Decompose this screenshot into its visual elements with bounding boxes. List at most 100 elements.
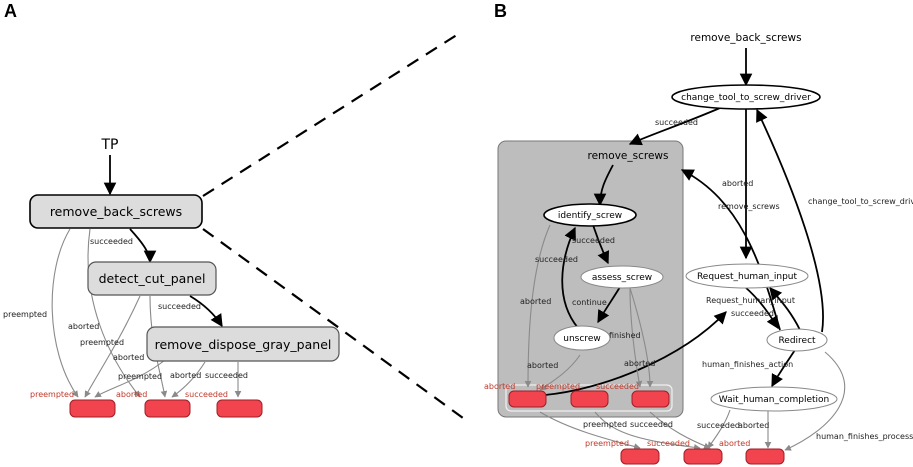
node-wait-human-completion [710, 386, 838, 412]
b-label-succeeded-bottom: succeeded [630, 420, 673, 429]
a-label-preempted-1: preempted [3, 310, 47, 319]
edge-a-succeeded-2 [189, 295, 223, 328]
a-label-preempted-2: preempted [80, 338, 124, 347]
b-label-change-tool: change_tool_to_screw_driver [808, 197, 913, 206]
inner-outcome-tray [505, 384, 673, 412]
a-label-aborted-2: aborted [113, 353, 144, 362]
a-outcome-succeeded [216, 399, 263, 418]
a-label-succeeded-1: succeeded [90, 237, 133, 246]
node-redirect-label: Redirect [778, 336, 816, 346]
b-label-succeeded-wait: succeeded [697, 421, 740, 430]
edge-b-continue [561, 226, 579, 329]
panel-a: TP remove_back_screws detect_cut_panel r… [3, 137, 340, 418]
edge-b-human-finishes-process [784, 351, 846, 451]
b-inner-label-preempted: preempted [536, 382, 580, 391]
zoom-line-top [202, 30, 464, 197]
b-label-aborted-left: aborted [520, 297, 551, 306]
a-outcome-label-succeeded: succeeded [185, 390, 228, 399]
node-detect-cut-panel [87, 261, 217, 296]
b-inner-label-aborted: aborted [484, 382, 515, 391]
node-unscrew-label: unscrew [563, 334, 600, 344]
node-identify-screw-label: identify_screw [558, 211, 622, 221]
a-outcome-preempted [69, 399, 116, 418]
b-label-request-human-input: Request_human_input [706, 296, 795, 305]
b-label-remove-screws: remove_screws [718, 202, 780, 211]
node-unscrew [553, 325, 611, 351]
b-label-aborted-mid: aborted [722, 179, 753, 188]
b-label-aborted-unscrew: aborted [527, 361, 558, 370]
node-change-tool-label: change_tool_to_screw_driver [681, 93, 811, 103]
node-remove-back-screws-label: remove_back_screws [50, 204, 182, 219]
edge-b-succeeded-req [744, 286, 779, 330]
node-assess-screw [580, 265, 664, 289]
edge-a-aborted-3 [171, 361, 206, 398]
b-label-finished: finished [609, 331, 641, 340]
b-label-human-finishes-action: human_finishes_action [702, 360, 793, 369]
node-remove-dispose-gray-panel-label: remove_dispose_gray_panel [155, 337, 332, 352]
b-inner-outcome-succeeded [631, 390, 670, 408]
edge-b-human-finishes-action [771, 349, 796, 388]
node-remove-dispose-gray-panel [146, 326, 340, 362]
panel-label-b: B [494, 1, 507, 21]
edge-b-finished [629, 288, 643, 388]
edge-b-redirect-request [769, 287, 801, 331]
b-outer-label-aborted: aborted [719, 439, 750, 448]
edge-a-succeeded-1 [129, 228, 157, 264]
b-label-succeeded-left: succeeded [535, 255, 578, 264]
a-label-succeeded-3: succeeded [205, 371, 248, 380]
a-outcome-label-preempted: preempted [30, 390, 74, 399]
b-outer-outcome-succeeded [683, 448, 723, 465]
edge-b-aborted-left [524, 224, 551, 388]
b-inner-outcome-aborted [508, 390, 547, 408]
edge-b-succeeded-id [592, 224, 610, 265]
node-request-human-input-label: Request_human_input [697, 272, 798, 282]
b-outer-label-succeeded: succeeded [647, 439, 690, 448]
node-request-human-input [685, 263, 809, 289]
a-label-aborted-1: aborted [68, 322, 99, 331]
b-label-aborted-assess: aborted [624, 359, 655, 368]
zoom-line-bottom [202, 228, 464, 419]
edge-a-preempted-2 [84, 295, 141, 398]
node-remove-back-screws [29, 194, 203, 229]
edge-a-preempted-1 [51, 228, 79, 398]
edge-b-aborted-assess [629, 287, 654, 388]
edge-b-change-tool [756, 108, 824, 333]
b-outer-label-preempted: preempted [585, 439, 629, 448]
a-label-preempted-3: preempted [118, 372, 162, 381]
b-outer-outcome-aborted [745, 448, 785, 465]
edge-b-aborted-mid [680, 169, 781, 331]
edge-b-aborted-to-request [544, 311, 727, 396]
a-outcome-label-aborted: aborted [116, 390, 147, 399]
edge-b-aborted-unscrew [539, 354, 581, 391]
node-change-tool [671, 84, 821, 110]
panel-b: remove_screws remove_back_screws change_… [484, 32, 913, 465]
a-label-aborted-3: aborted [170, 371, 201, 380]
b-label-succeeded-req: succeeded [731, 309, 774, 318]
b-label-succeeded-top: succeeded [655, 118, 698, 127]
b-label-preempted-bottom: preempted [583, 420, 627, 429]
edge-b-assess-unscrew [597, 286, 621, 324]
edge-b-inner-to-outer [649, 411, 711, 449]
node-redirect [766, 328, 828, 352]
a-outcome-aborted [144, 399, 191, 418]
b-outer-outcome-preempted [620, 448, 660, 465]
b-inner-outcome-preempted [570, 390, 609, 408]
edge-a-preempted-3 [94, 359, 166, 398]
edge-b-succeeded-bottom [594, 411, 701, 451]
node-identify-screw [543, 203, 637, 227]
a-label-succeeded-2: succeeded [158, 302, 201, 311]
panel-label-a: A [4, 1, 17, 21]
edge-b-preempted-bottom [539, 411, 641, 450]
edge-a-aborted-1 [87, 228, 141, 398]
edge-b-succeeded-wait [707, 409, 731, 449]
edge-b-succeeded-top [628, 107, 721, 146]
b-label-aborted-wait: aborted [738, 421, 769, 430]
node-assess-screw-label: assess_screw [592, 273, 652, 283]
b-label-human-finishes-process: human_finishes_process [816, 432, 913, 441]
node-detect-cut-panel-label: detect_cut_panel [99, 271, 206, 286]
b-label-succeeded-id: succeeded [572, 236, 615, 245]
node-wait-human-completion-label: Wait_human_completion [719, 395, 829, 405]
tp-label: TP [101, 137, 119, 153]
b-label-continue: continue [572, 298, 607, 307]
